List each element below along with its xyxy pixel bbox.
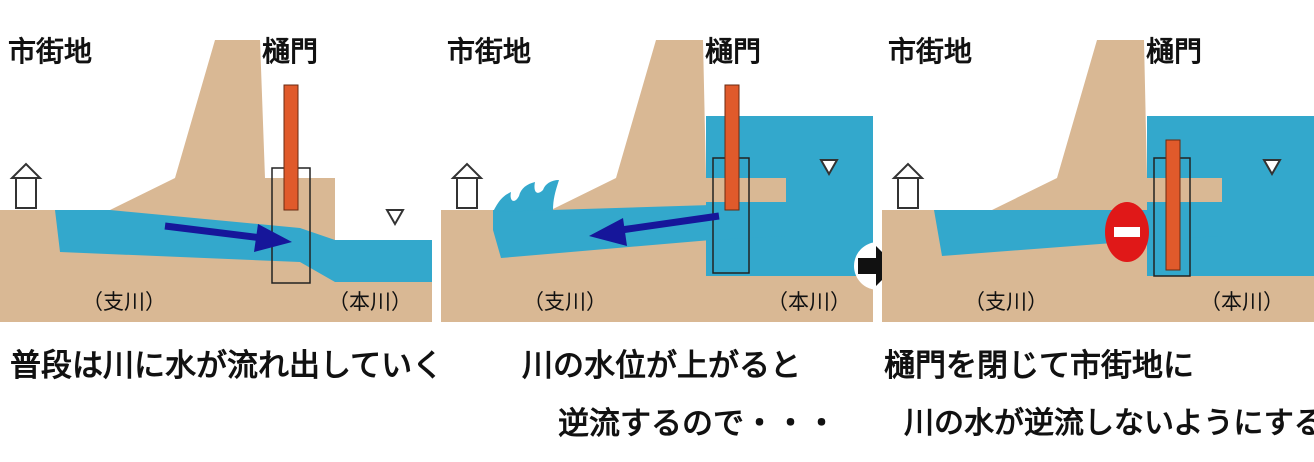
main-river-label: （本川） [328,290,412,314]
panel-rising: 市街地 樋門 （支川） （本川） [441,0,873,322]
water-level-icon [385,209,405,227]
panel-closed-diagram [882,0,1314,322]
gate-plate [1165,139,1181,271]
gate-label: 樋門 [1146,35,1203,68]
tributary-label: （支川） [964,290,1048,314]
panel-normal-diagram [0,0,432,322]
splash-wave [493,180,559,212]
caption-closed-line2: 川の水が逆流しないようにする [904,406,1314,441]
caption-normal: 普段は川に水が流れ出していく [10,348,444,384]
tributary-label: （支川） [82,290,166,314]
no-entry-icon [1105,202,1149,262]
gate-plate [724,84,740,211]
gate-label: 樋門 [262,35,319,68]
tributary-label: （支川） [523,290,607,314]
gate-label: 樋門 [705,35,762,68]
urban-label: 市街地 [447,35,532,68]
panel-closed: 市街地 樋門 （支川） （本川） [882,0,1314,322]
panel-normal: 市街地 樋門 （支川） （本川） [0,0,432,322]
urban-label: 市街地 [888,35,973,68]
caption-rising-line2: 逆流するので・・・ [558,406,837,442]
panel-rising-diagram [441,0,873,322]
flow-arrow-icon [589,212,720,246]
house-icon [9,162,43,209]
water-level-icon [1262,159,1282,177]
main-river-bank [1222,276,1314,322]
house-icon [450,162,484,209]
gate-plate [283,84,299,211]
caption-closed-line1: 樋門を閉じて市街地に [884,348,1194,384]
main-river-bank [786,276,873,322]
water-level-icon [819,159,839,177]
house-icon [891,162,925,209]
urban-label: 市街地 [8,35,93,68]
caption-rising-line1: 川の水位が上がると [522,348,801,384]
main-river-label: （本川） [767,290,851,314]
tributary-water [55,210,432,282]
tributary-water [934,210,1222,256]
main-river-label: （本川） [1200,290,1284,314]
flow-arrow-icon [164,222,292,252]
